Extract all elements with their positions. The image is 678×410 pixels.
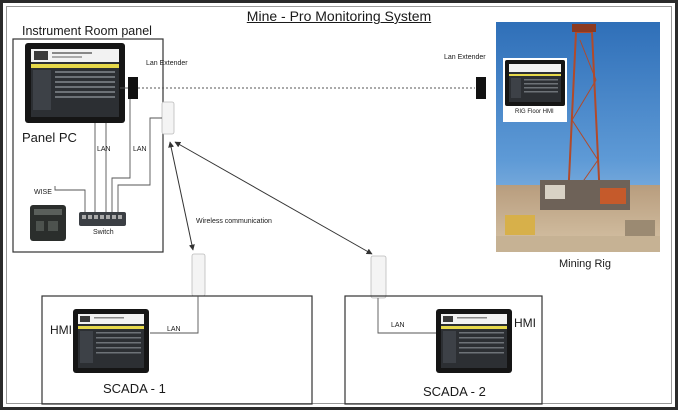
- scada2-hmi-label: HMI: [514, 316, 536, 330]
- diagram-title: Mine - Pro Monitoring System: [246, 8, 432, 24]
- wireless-link-2: [174, 141, 373, 255]
- scada1-lan-label: LAN: [167, 326, 181, 333]
- scada1-box: [41, 295, 313, 405]
- lan-extender-room-label: Lan Extender: [146, 60, 188, 67]
- wise-device: [30, 205, 66, 241]
- wireless-link-1: [168, 141, 195, 251]
- scada2-lan-wire: [377, 298, 436, 334]
- frame-inner-border: [6, 6, 672, 404]
- scada2-box: [344, 295, 543, 405]
- rig-floor-hmi: [503, 58, 567, 122]
- wireless-ap-scada2: [370, 255, 387, 299]
- mining-rig-photo: [496, 22, 660, 252]
- wireless-ap-room: [161, 101, 175, 135]
- lan-extender-room: [128, 77, 138, 99]
- room-wiring: [54, 87, 162, 213]
- panel-pc-label: Panel PC: [22, 130, 77, 145]
- mining-rig-label: Mining Rig: [559, 258, 611, 270]
- scada2-lan-label: LAN: [391, 322, 405, 329]
- panel-lan-label-2: LAN: [133, 146, 147, 153]
- wireless-label: Wireless communication: [196, 218, 272, 225]
- wireless-ap-scada1: [191, 253, 206, 297]
- rig-floor-hmi-caption: RIG Floor HMI: [515, 109, 554, 115]
- lan-extender-rig: [476, 77, 486, 99]
- panel-pc: [25, 43, 125, 123]
- scada1-lan-wire: [150, 296, 199, 334]
- network-switch: [79, 212, 126, 226]
- scada1-hmi-label: HMI: [50, 323, 72, 337]
- switch-label: Switch: [93, 229, 114, 236]
- instrument-room-box: [12, 38, 164, 253]
- scada2-hmi: [436, 309, 512, 373]
- scada2-label: SCADA - 2: [423, 384, 486, 399]
- scada1-hmi: [73, 309, 149, 373]
- panel-lan-label-1: LAN: [97, 146, 111, 153]
- lan-extender-rig-label: Lan Extender: [444, 54, 486, 61]
- wise-label: WISE: [34, 189, 52, 196]
- instrument-room-heading: Instrument Room panel: [22, 24, 152, 38]
- scada1-label: SCADA - 1: [103, 381, 166, 396]
